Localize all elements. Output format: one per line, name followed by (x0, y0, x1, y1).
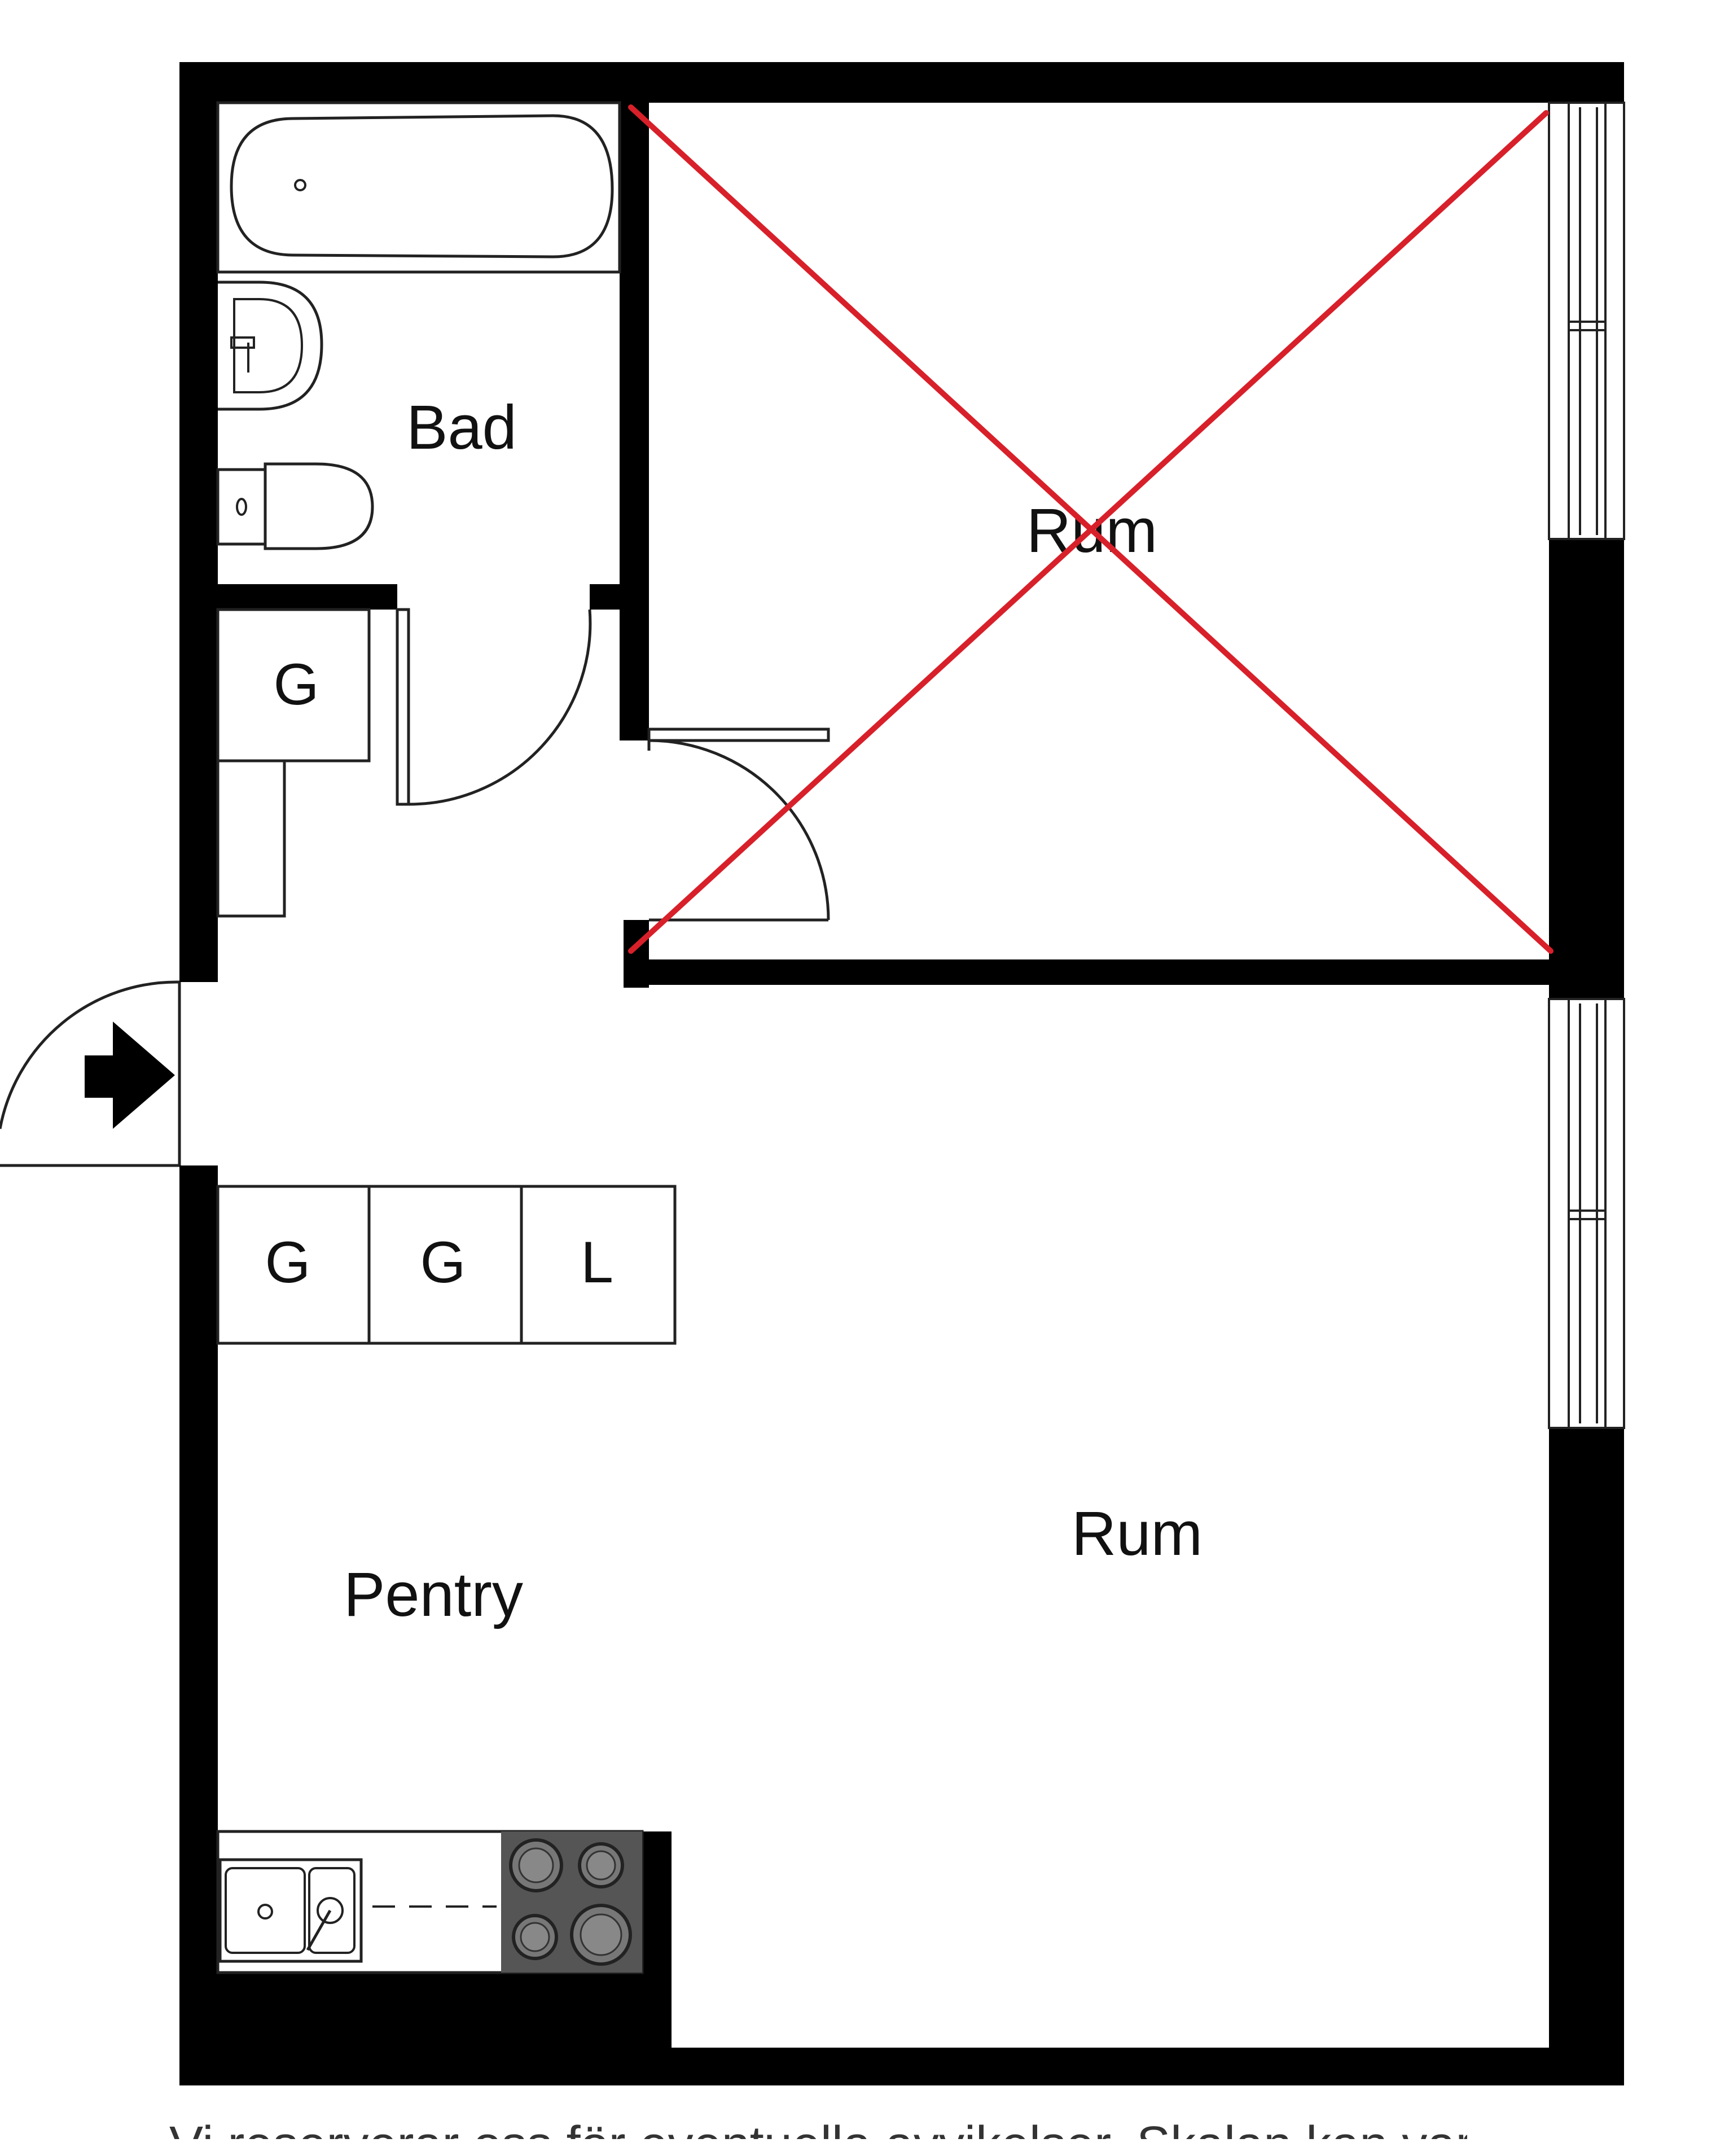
hall-closet (216, 608, 371, 918)
wall-bath-bottom-left (218, 584, 397, 610)
kitchen-sink-icon (218, 1858, 363, 1963)
cross-out-mark (628, 104, 1554, 954)
wall-kitchen-end (642, 1831, 672, 2085)
footer-disclaimer: Vi reserverar oss för eventuella avvikel… (169, 2105, 1467, 2139)
room-label-main: Rum (1072, 1499, 1203, 1568)
storage-row (216, 1185, 677, 1345)
bathtub-icon (216, 101, 621, 274)
bedroom-door (647, 728, 830, 922)
entrance-door (0, 980, 181, 1167)
wall-bath-bedroom (620, 103, 649, 740)
wall-right-upper (1549, 539, 1624, 999)
wall-bedroom-bottom (624, 959, 1549, 985)
wall-left-lower (179, 1165, 218, 2085)
wall-right-lower (1549, 1428, 1624, 2085)
room-label-kitchenette: Pentry (344, 1560, 523, 1629)
entrance-arrow-icon (85, 1022, 175, 1129)
bathroom-door (396, 608, 592, 806)
outer-walls (179, 62, 1624, 2085)
toilet-icon (216, 462, 374, 550)
wall-left-upper (179, 62, 218, 982)
washbasin-icon (218, 281, 323, 411)
window-lower (1548, 998, 1625, 1429)
window-upper (1548, 102, 1625, 540)
storage-label-3: L (581, 1230, 613, 1295)
room-label-bathroom: Bad (406, 393, 517, 462)
cross-line-b (628, 110, 1549, 954)
storage-label-1: G (265, 1230, 311, 1295)
stove-icon (501, 1831, 642, 1973)
wall-top (179, 62, 1624, 103)
interior-walls (218, 103, 1549, 988)
wall-kitchen-block (179, 1973, 670, 2085)
wall-bath-bottom-right (590, 584, 649, 610)
storage-label-2: G (420, 1230, 466, 1295)
closet-label-hall: G (274, 652, 319, 717)
